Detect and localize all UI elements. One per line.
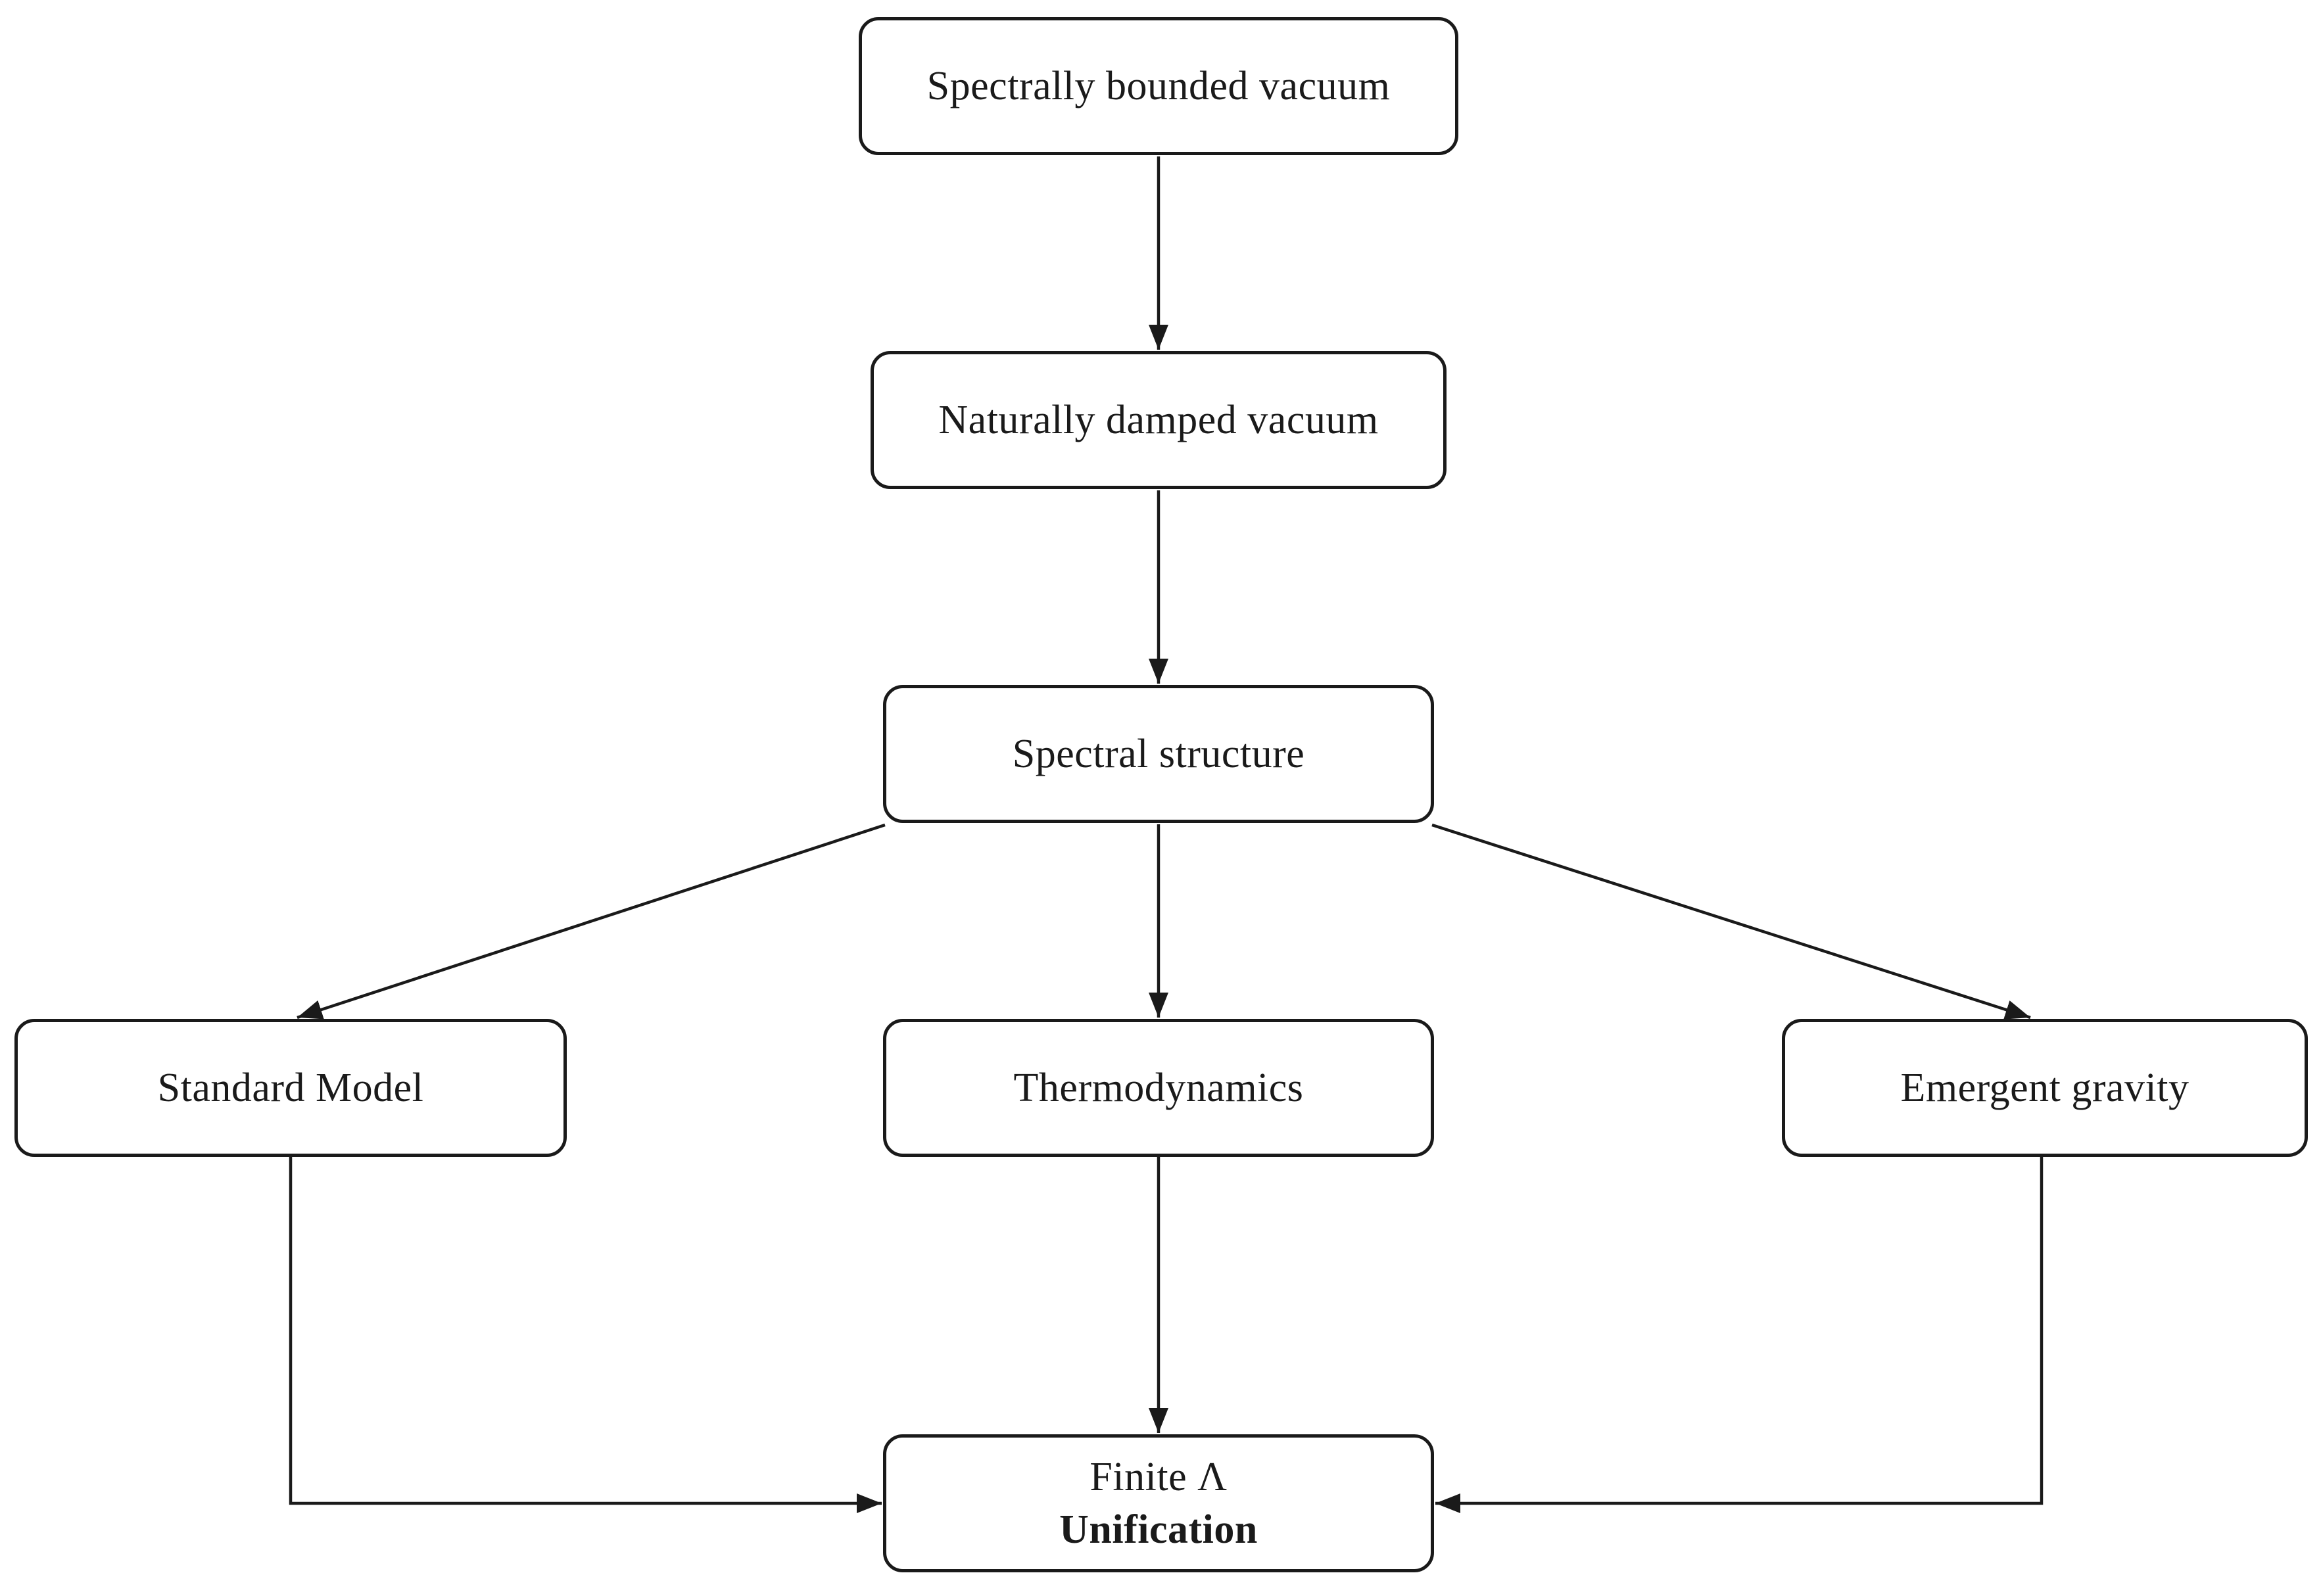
node-finite-lambda-unification: Finite Λ Unification xyxy=(883,1434,1434,1572)
node-spectral-structure: Spectral structure xyxy=(883,685,1434,823)
edge-emergent-gravity-to-unification xyxy=(1435,1157,2044,1513)
edge-standard-model-to-unification xyxy=(289,1157,882,1513)
node-label: Naturally damped vacuum xyxy=(938,398,1379,442)
node-label: Spectral structure xyxy=(1012,732,1305,776)
node-label: Thermodynamics xyxy=(1013,1066,1304,1110)
node-label: Emergent gravity xyxy=(1900,1066,2189,1110)
node-thermodynamics: Thermodynamics xyxy=(883,1019,1434,1157)
node-label: Spectrally bounded vacuum xyxy=(926,64,1391,108)
node-spectrally-bounded-vacuum: Spectrally bounded vacuum xyxy=(859,17,1458,155)
node-label: Standard Model xyxy=(157,1066,424,1110)
node-naturally-damped-vacuum: Naturally damped vacuum xyxy=(871,351,1447,489)
node-emergent-gravity: Emergent gravity xyxy=(1782,1019,2308,1157)
node-standard-model: Standard Model xyxy=(14,1019,567,1157)
node-label-line2: Unification xyxy=(1059,1507,1258,1552)
node-label-line1: Finite Λ xyxy=(1089,1455,1228,1499)
edge-spectral-to-emergent-gravity xyxy=(1431,823,2031,1020)
edge-spectral-to-standard-model xyxy=(297,823,886,1020)
